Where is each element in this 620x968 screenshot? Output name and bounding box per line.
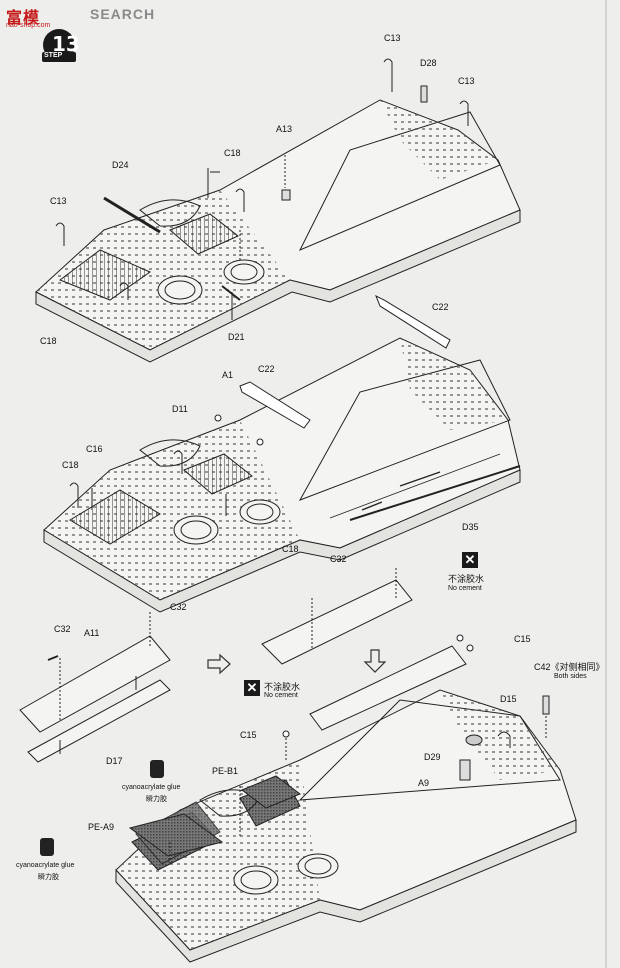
- glue-bottle-icon: [40, 838, 54, 856]
- label-d29: D29: [424, 752, 441, 762]
- label-a9: A9: [418, 778, 430, 788]
- label-d21: D21: [228, 332, 245, 342]
- no-cement-note-en: No cement: [264, 692, 298, 699]
- step-badge-shape: [42, 29, 76, 62]
- no-cement-note-en: No cement: [448, 585, 482, 592]
- watermark-header: 富模 nao-shop.com SEARCH: [0, 0, 620, 32]
- label-both-sides: Both sides: [554, 673, 587, 680]
- label-c42: C42《对侧相同》: [534, 662, 605, 672]
- hull-top-2: [43, 294, 521, 613]
- label-c32-small: C32: [170, 602, 187, 612]
- label-c18-left: C18: [40, 336, 57, 346]
- watermark-logo: 富模: [6, 10, 41, 27]
- step-number: 13: [52, 32, 80, 56]
- label-pe-a9: PE-A9: [88, 822, 115, 832]
- label-d11: D11: [172, 404, 188, 414]
- label-c18-bottom: C18: [282, 544, 299, 554]
- label-d35: D35: [462, 522, 479, 532]
- no-cement-icon: ✕: [462, 552, 478, 568]
- fender-panels-center: [261, 568, 474, 760]
- watermark-url: nao-shop.com: [6, 22, 51, 29]
- arrow-right-icon: [207, 653, 231, 675]
- label-c13-right: C13: [458, 76, 475, 86]
- label-d17: D17: [106, 756, 123, 766]
- no-cement-note-cn: 不涂胶水: [448, 574, 485, 584]
- label-c18-mid: C18: [62, 460, 79, 470]
- label-c16: C16: [86, 444, 103, 454]
- no-cement-note-cn: 不涂胶水: [264, 682, 301, 692]
- glue-note-en: cyanoacrylate glue: [16, 862, 75, 869]
- label-c15-left: C15: [240, 730, 257, 740]
- step-badge: 13 STEP: [38, 28, 80, 64]
- hull-top-1: [35, 58, 521, 363]
- arrow-down-icon: [363, 649, 387, 673]
- glue-note-en: cyanoacrylate glue: [122, 784, 181, 791]
- no-cement-icon: ✕: [244, 680, 260, 696]
- label-c22-top: C22: [432, 302, 449, 312]
- label-c32-mid: C32: [330, 554, 347, 564]
- label-d15: D15: [500, 694, 517, 704]
- side-panels-left: [19, 612, 171, 763]
- glue-bottle-icon: [150, 760, 164, 778]
- label-d24: D24: [112, 160, 129, 170]
- label-c15-right: C15: [514, 634, 531, 644]
- label-c18-upper: C18: [224, 148, 241, 158]
- label-a13: A13: [276, 124, 293, 134]
- glue-note-cn: 瞬力胶: [146, 796, 167, 803]
- watermark-search: SEARCH: [90, 6, 156, 22]
- label-a1: A1: [222, 370, 234, 380]
- label-c32-left: C32: [54, 624, 71, 634]
- label-c13-top: C13: [384, 33, 401, 43]
- label-a11: A11: [84, 628, 100, 638]
- label-pe-b1: PE-B1: [212, 766, 239, 776]
- pe-plates: [128, 775, 302, 864]
- step-word: STEP: [44, 52, 63, 59]
- label-c22-mid: C22: [258, 364, 275, 374]
- glue-note-cn: 瞬力胶: [38, 874, 59, 881]
- label-c13-left: C13: [50, 196, 67, 206]
- label-d28: D28: [420, 58, 437, 68]
